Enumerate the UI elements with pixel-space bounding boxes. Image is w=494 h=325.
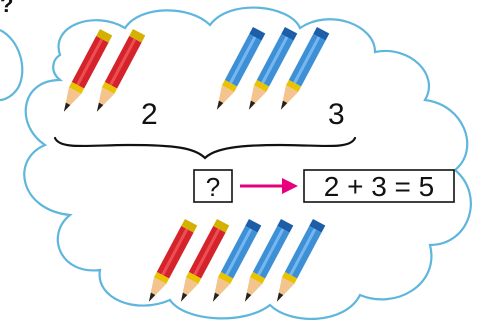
- unknown-box: [193, 169, 233, 203]
- corner-question-mark: ?: [0, 0, 13, 17]
- right-count-label: 3: [328, 98, 345, 131]
- arrow: [240, 178, 298, 194]
- equation-text: 2 + 3 = 5: [324, 171, 435, 202]
- grouping-brace: [53, 136, 357, 160]
- unknown-box-label: ?: [206, 172, 220, 202]
- thought-cloud: [23, 6, 472, 321]
- equation-box: [303, 169, 455, 203]
- partial-cloud-left: [0, 29, 24, 102]
- left-count-label: 2: [141, 98, 158, 131]
